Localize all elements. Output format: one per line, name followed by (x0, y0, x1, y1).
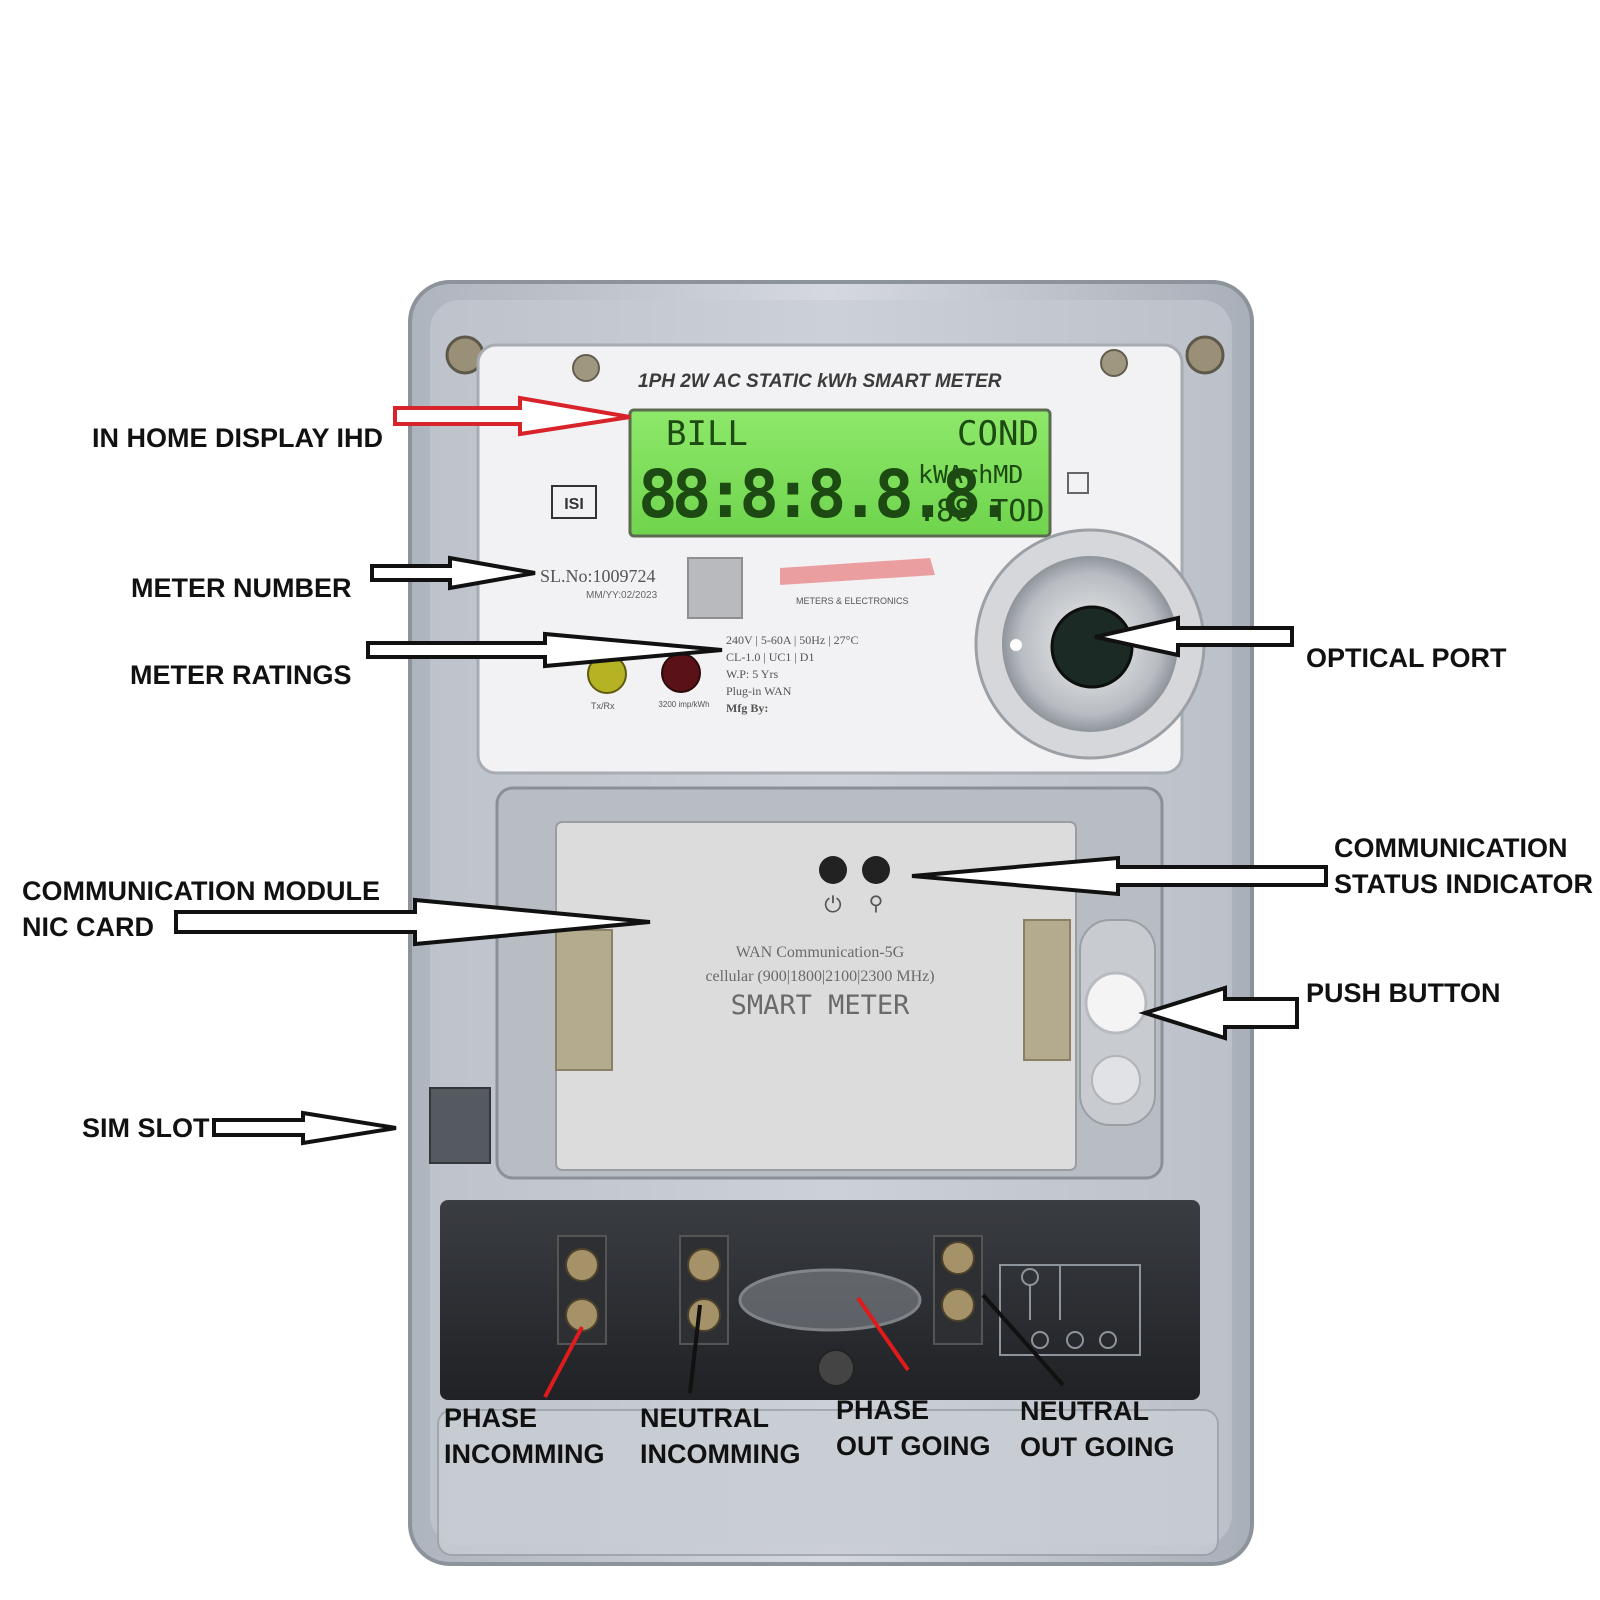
label-communication-status: COMMUNICATION STATUS INDICATOR (1334, 830, 1593, 902)
lcd-unit: kWArhMD (918, 460, 1024, 489)
label-comm-status-line-1: COMMUNICATION (1334, 833, 1568, 863)
ratings-line-4: Plug-in WAN (726, 684, 792, 698)
label-meter-ratings-text: METER RATINGS (130, 660, 352, 690)
led-left-label: Tx/Rx (591, 701, 615, 711)
network-led-icon (862, 856, 890, 884)
phase-out-pointer (856, 1296, 910, 1372)
power-icon: ⏻ (824, 892, 841, 917)
pulse-led-icon (661, 653, 701, 693)
meter-number-arrow (370, 555, 536, 591)
ratings-line-1: 240V | 5-60A | 50Hz | 27°C (726, 633, 859, 647)
phase-in-pointer (543, 1326, 584, 1398)
brand-logo-streak (780, 558, 935, 585)
meter-title: 1PH 2W AC STATIC kWh SMART METER (638, 371, 1002, 392)
label-neutral-in-line-2: INCOMMING (640, 1439, 801, 1469)
neutral-in-pointer (688, 1304, 702, 1394)
signal-icon: ⚲ (869, 893, 884, 915)
case-bottom (437, 1409, 1219, 1556)
label-comm-module-line-2: NIC CARD (22, 912, 154, 942)
label-push-button: PUSH BUTTON (1306, 975, 1501, 1011)
ratings-block: 240V | 5-60A | 50Hz | 27°C CL-1.0 | UC1 … (726, 632, 858, 717)
label-communication-module: COMMUNICATION MODULE NIC CARD (22, 873, 380, 945)
ratings-line-2: CL-1.0 | UC1 | D1 (726, 650, 815, 664)
label-push-button-text: PUSH BUTTON (1306, 978, 1501, 1008)
label-neutral-out-line-1: NEUTRAL (1020, 1396, 1149, 1426)
communication-module: ⏻ ⚲ (495, 786, 1164, 1180)
module-line-2: cellular (900|1800|2100|2300 MHz) (705, 968, 935, 985)
optical-port (974, 528, 1206, 760)
label-neutral-out-line-2: OUT GOING (1020, 1432, 1175, 1462)
lcd-top-right: COND (957, 414, 1039, 454)
label-comm-module-line-1: COMMUNICATION MODULE (22, 876, 380, 906)
push-button-arrow (1138, 985, 1299, 1041)
label-phase-in-line-2: INCOMMING (444, 1439, 605, 1469)
label-sim-slot-text: SIM SLOT (82, 1113, 210, 1143)
label-meter-number: METER NUMBER (131, 570, 352, 606)
power-led-icon (819, 856, 847, 884)
label-neutral-in-line-1: NEUTRAL (640, 1403, 769, 1433)
lcd-digits: 88:8:8.8.8. (638, 456, 1015, 533)
module-text: WAN Communication-5G cellular (900|1800|… (600, 944, 1040, 1021)
module-line-1: WAN Communication-5G (735, 944, 905, 961)
label-meter-number-text: METER NUMBER (131, 573, 352, 603)
label-optical-port-text: OPTICAL PORT (1306, 643, 1507, 673)
label-neutral-outgoing: NEUTRAL OUT GOING (1020, 1393, 1175, 1465)
label-in-home-display: IN HOME DISPLAY IHD (92, 420, 383, 456)
ratings-line-3: W.P: 5 Yrs (726, 667, 779, 681)
serial-number: SL.No:1009724 (540, 566, 656, 586)
comm-status-arrow (911, 855, 1328, 897)
isi-mark-text: ISI (564, 496, 584, 513)
meter-ratings-arrow (366, 631, 723, 669)
neutral-out-pointer (981, 1293, 1065, 1387)
label-neutral-incoming: NEUTRAL INCOMMING (640, 1400, 800, 1472)
module-line-3: SMART METER (730, 990, 910, 1021)
comm-module-arrow (174, 897, 651, 947)
lcd-sub: .88 TOD (918, 494, 1045, 529)
push-button-assembly (1079, 919, 1156, 1126)
label-phase-incoming: PHASE INCOMMING (444, 1400, 604, 1472)
square-marker-icon (1067, 472, 1089, 494)
lcd-display (628, 408, 1052, 538)
label-phase-out-line-2: OUT GOING (836, 1431, 991, 1461)
label-ihd-text: IN HOME DISPLAY IHD (92, 423, 384, 453)
ihd-arrow (393, 395, 631, 437)
isi-mark-icon (551, 485, 597, 519)
terminal-block (440, 1200, 1200, 1400)
brand-name: METERS & ELECTRONICS (796, 596, 909, 606)
label-phase-out-line-1: PHASE (836, 1395, 930, 1425)
label-optical-port: OPTICAL PORT (1306, 640, 1507, 676)
label-phase-outgoing: PHASE OUT GOING (836, 1392, 991, 1464)
label-sim-slot: SIM SLOT (82, 1110, 210, 1146)
mfg-date: MM/YY:02/2023 (586, 590, 658, 601)
optical-port-arrow (1094, 615, 1294, 658)
wiring-diagram-icon (999, 1264, 1141, 1356)
sim-slot-arrow (212, 1110, 397, 1146)
label-meter-ratings: METER RATINGS (130, 657, 352, 693)
lcd-top-left: BILL (666, 414, 748, 454)
label-comm-status-line-2: STATUS INDICATOR (1334, 869, 1593, 899)
led-right-label: 3200 imp/kWh (658, 700, 710, 709)
sim-slot-area (429, 1087, 491, 1164)
label-phase-in-line-1: PHASE (444, 1403, 538, 1433)
ratings-mfg-by: Mfg By: (726, 701, 769, 715)
seal-square (687, 557, 743, 619)
